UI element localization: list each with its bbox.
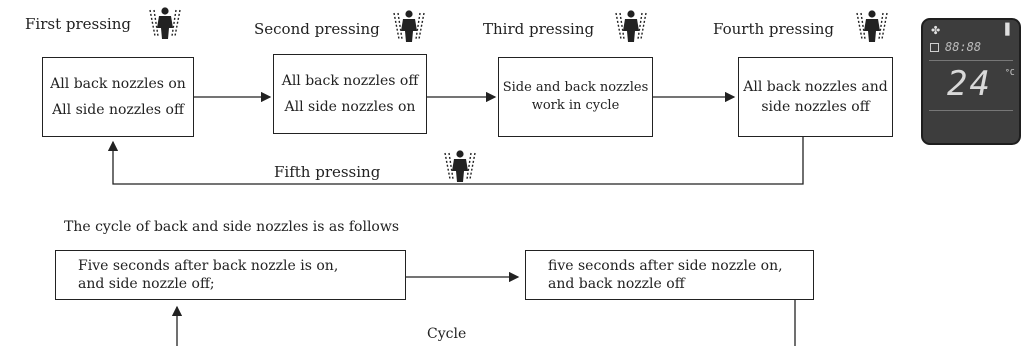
remote-display-panel: ✤ ▐ 88:88 24 °C — [921, 18, 1021, 145]
temperature-readout: 24 — [947, 64, 992, 104]
nozzle-spray-icon — [444, 150, 476, 182]
first-pressing-label: First pressing — [25, 15, 131, 33]
step4-box: All back nozzles and side nozzles off — [738, 57, 893, 137]
third-pressing-label: Third pressing — [483, 20, 595, 38]
spray-icon: ✤ — [931, 24, 941, 37]
cycle-label: Cycle — [427, 326, 467, 342]
step2-line2: All side nozzles on — [284, 99, 416, 115]
nozzle-spray-icon — [393, 10, 425, 42]
cycle-box-side-nozzle: five seconds after side nozzle on, and b… — [525, 250, 814, 300]
step1-box: All back nozzles on All side nozzles off — [42, 57, 194, 137]
display-divider-bottom — [929, 110, 1013, 111]
step1-line1: All back nozzles on — [50, 76, 186, 92]
clock-icon — [930, 43, 939, 52]
step3-line1: Side and back nozzles — [502, 80, 649, 95]
fifth-pressing-label: Fifth pressing — [274, 163, 381, 181]
step4-line2: side nozzles off — [761, 99, 870, 115]
temperature-unit: °C — [1005, 68, 1015, 77]
step4-line1: All back nozzles and — [743, 79, 888, 95]
cycle-title: The cycle of back and side nozzles is as… — [64, 219, 400, 235]
cycle-box1-line2: and side nozzle off; — [78, 276, 215, 292]
fourth-pressing-label: Fourth pressing — [713, 20, 835, 38]
cycle-box1-line1: Five seconds after back nozzle is on, — [78, 258, 339, 274]
nozzle-spray-icon — [615, 10, 647, 42]
cycle-box2-line2: and back nozzle off — [548, 276, 685, 292]
step2-box: All back nozzles off All side nozzles on — [273, 54, 427, 134]
nozzle-spray-icon — [856, 10, 888, 42]
flag-icon: ▐ — [1001, 23, 1010, 36]
cycle-box2-line1: five seconds after side nozzle on, — [548, 258, 783, 274]
display-divider — [929, 60, 1013, 61]
step3-box: Side and back nozzles work in cycle — [498, 57, 653, 137]
step3-line2: work in cycle — [531, 98, 620, 113]
step1-line2: All side nozzles off — [52, 102, 184, 118]
second-pressing-label: Second pressing — [254, 20, 380, 38]
small-readout: 88:88 — [945, 40, 982, 54]
step2-line1: All back nozzles off — [281, 73, 419, 89]
cycle-box-back-nozzle: Five seconds after back nozzle is on, an… — [55, 250, 406, 300]
return-path-fifth-pressing — [107, 137, 804, 185]
nozzle-spray-icon — [149, 7, 181, 39]
